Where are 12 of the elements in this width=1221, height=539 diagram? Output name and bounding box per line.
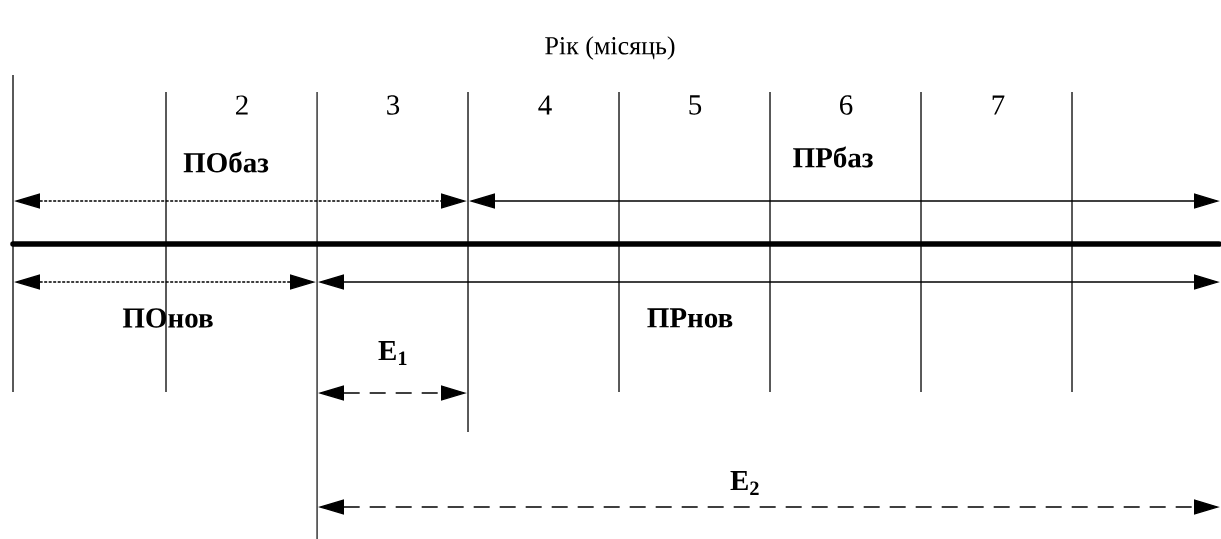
period-label: ПРнов	[647, 308, 733, 328]
title: Рік (місяць)	[545, 36, 675, 60]
period-label: E$_{2}$	[730, 471, 759, 495]
column-number: 4	[538, 95, 552, 115]
period-label: ПРбаз	[793, 146, 873, 168]
column-number: 3	[387, 95, 400, 115]
column-number: 2	[236, 95, 248, 115]
period-label: ПОбаз	[183, 151, 269, 173]
column-number: 5	[689, 95, 702, 115]
column-number: 6	[840, 95, 853, 115]
period-label: E$_{1}$	[378, 341, 407, 365]
column-number: 7	[992, 95, 1005, 115]
